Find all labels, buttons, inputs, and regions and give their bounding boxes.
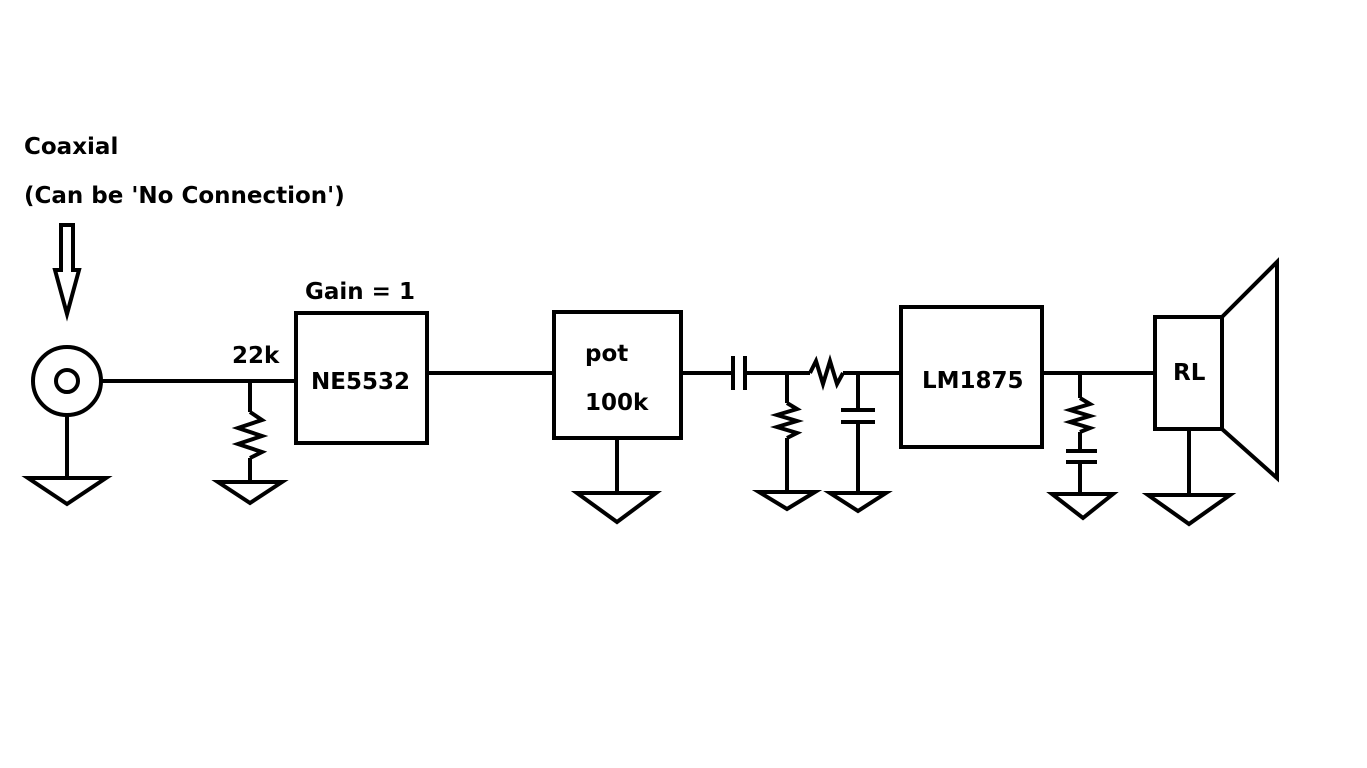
zobel-network bbox=[1063, 373, 1097, 494]
resistor-22k-label: 22k bbox=[232, 343, 280, 369]
pot-label: pot bbox=[585, 341, 628, 367]
ne5532-label: NE5532 bbox=[311, 369, 410, 395]
pot-value: 100k bbox=[585, 390, 649, 416]
down-arrow-icon bbox=[52, 223, 82, 322]
lm1875-label: LM1875 bbox=[922, 368, 1024, 394]
series-resistor bbox=[808, 354, 901, 391]
coaxial-note: (Can be 'No Connection') bbox=[24, 183, 345, 209]
ground-symbol-coax bbox=[21, 476, 113, 507]
ground-symbol-cap-1 bbox=[823, 491, 893, 514]
gain-label: Gain = 1 bbox=[305, 279, 415, 305]
coaxial-jack bbox=[31, 345, 103, 417]
resistor-22k bbox=[231, 381, 269, 482]
ground-symbol-load bbox=[1141, 493, 1237, 527]
load-label: RL bbox=[1173, 360, 1206, 386]
ground-symbol-22k bbox=[211, 480, 289, 506]
ground-symbol-pot bbox=[570, 491, 663, 525]
lm1875-block bbox=[899, 305, 1044, 449]
ne5532-block bbox=[294, 311, 429, 445]
shunt-capacitor-1 bbox=[841, 373, 875, 493]
speaker-cone-icon bbox=[1220, 257, 1279, 483]
coaxial-label: Coaxial bbox=[24, 134, 118, 160]
load-block bbox=[1153, 315, 1224, 431]
pot-block bbox=[552, 310, 683, 440]
coupling-capacitor bbox=[681, 356, 810, 390]
ground-symbol-shunt-1 bbox=[751, 490, 823, 512]
shunt-resistor-1 bbox=[770, 373, 804, 492]
ground-symbol-zobel bbox=[1046, 492, 1119, 521]
